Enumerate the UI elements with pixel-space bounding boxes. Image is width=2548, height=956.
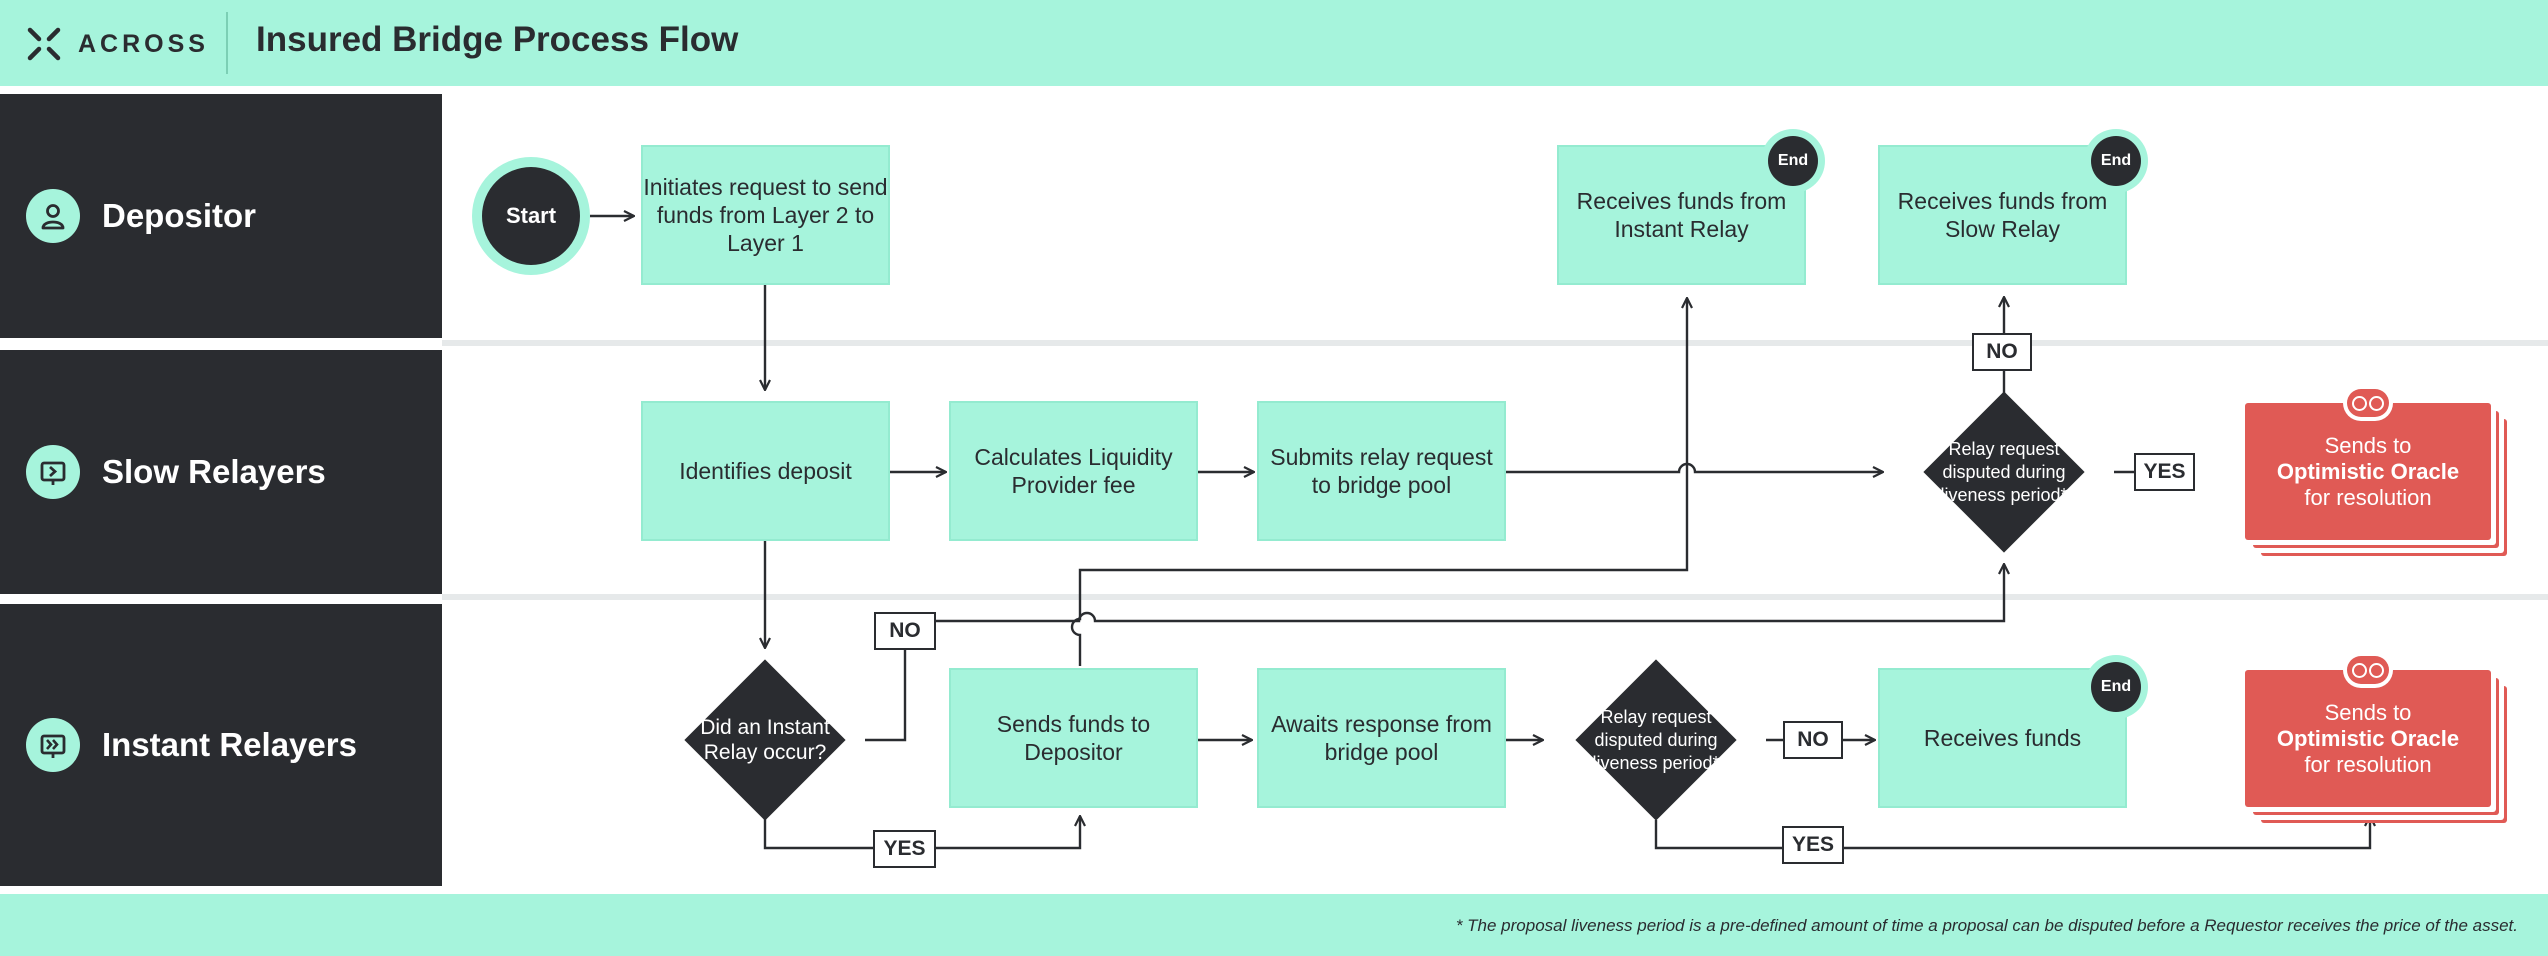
brand-name: ACROSS [78, 29, 209, 58]
oracle-text-line3: for resolution [2304, 484, 2432, 510]
footer-bar: * The proposal liveness period is a pre-… [0, 894, 2548, 956]
node-calculate-fee: Calculates Liquidity Provider fee [951, 403, 1196, 539]
oracle-text-line1: Sends to [2324, 432, 2412, 458]
node-receive-funds: Receives funds [1880, 670, 2125, 806]
node-receive-funds-text: Receives funds [1923, 725, 2082, 751]
node-send-funds: Sends funds to Depositor [951, 670, 1196, 806]
node-identify-deposit: Identifies deposit [643, 403, 888, 539]
decision-slow-dispute-text: Relay request disputed during liveness p… [1940, 438, 2068, 505]
node-identify-deposit-text: Identifies deposit [679, 458, 852, 484]
user-icon [26, 189, 80, 243]
node-receive-instant-text: Receives funds from Instant Relay [1576, 188, 1787, 242]
node-await-response: Awaits response from bridge pool [1259, 670, 1504, 806]
node-await-response-text: Awaits response from bridge pool [1271, 711, 1492, 765]
end-badge: End [1768, 136, 1818, 186]
node-calculate-fee-text: Calculates Liquidity Provider fee [974, 444, 1173, 498]
header-divider [226, 12, 228, 74]
lane-label-slow-relayers: Slow Relayers [102, 453, 326, 490]
footnote: * The proposal liveness period is a pre-… [1455, 916, 2518, 935]
lane-depositor: Depositor [0, 94, 442, 338]
label-yes: YES [2134, 453, 2195, 491]
oracle-text-line2: Optimistic Oracle [2276, 725, 2460, 751]
relay-icon [26, 445, 80, 499]
lane-label-depositor: Depositor [102, 197, 257, 234]
header-bar: ACROSS Insured Bridge Process Flow [0, 0, 2548, 86]
oracle-link-icon [2347, 656, 2389, 684]
node-receive-instant: Receives funds from Instant Relay [1559, 147, 1804, 283]
page-title: Insured Bridge Process Flow [256, 20, 739, 59]
node-submit-relay-text: Submits relay request to bridge pool [1270, 444, 1493, 498]
lane-separator [442, 594, 2548, 600]
start-node: Start [482, 167, 580, 265]
node-receive-slow-text: Receives funds from Slow Relay [1897, 188, 2108, 242]
node-initiate-request: Initiates request to send funds from Lay… [643, 147, 888, 283]
across-logo-icon [27, 27, 61, 61]
label-yes: YES [873, 830, 936, 868]
decision-instant-dispute-text: Relay request disputed during liveness p… [1592, 706, 1720, 773]
end-badge: End [2091, 662, 2141, 712]
label-no: NO [1783, 721, 1843, 759]
node-send-funds-text: Sends funds to Depositor [996, 711, 1151, 765]
label-yes: YES [1782, 826, 1844, 864]
node-initiate-request-text: Initiates request to send funds from Lay… [643, 174, 888, 256]
label-no: NO [874, 612, 936, 650]
oracle-link-icon [2347, 389, 2389, 417]
node-receive-slow: Receives funds from Slow Relay [1880, 147, 2125, 283]
lane-instant-relayers: Instant Relayers [0, 604, 442, 886]
oracle-text-line2: Optimistic Oracle [2276, 458, 2460, 484]
node-submit-relay: Submits relay request to bridge pool [1259, 403, 1504, 539]
oracle-text-line3: for resolution [2304, 751, 2432, 777]
oracle-text-line1: Sends to [2324, 699, 2412, 725]
label-no: NO [1972, 333, 2032, 371]
lane-label-instant-relayers: Instant Relayers [102, 726, 357, 763]
fast-relay-icon [26, 718, 80, 772]
end-badge: End [2091, 136, 2141, 186]
lane-slow-relayers: Slow Relayers [0, 350, 442, 594]
brand-logo: ACROSS [26, 26, 209, 62]
decision-instant-relay-text: Did an Instant Relay occur? [700, 716, 830, 764]
lane-separator [442, 340, 2548, 346]
